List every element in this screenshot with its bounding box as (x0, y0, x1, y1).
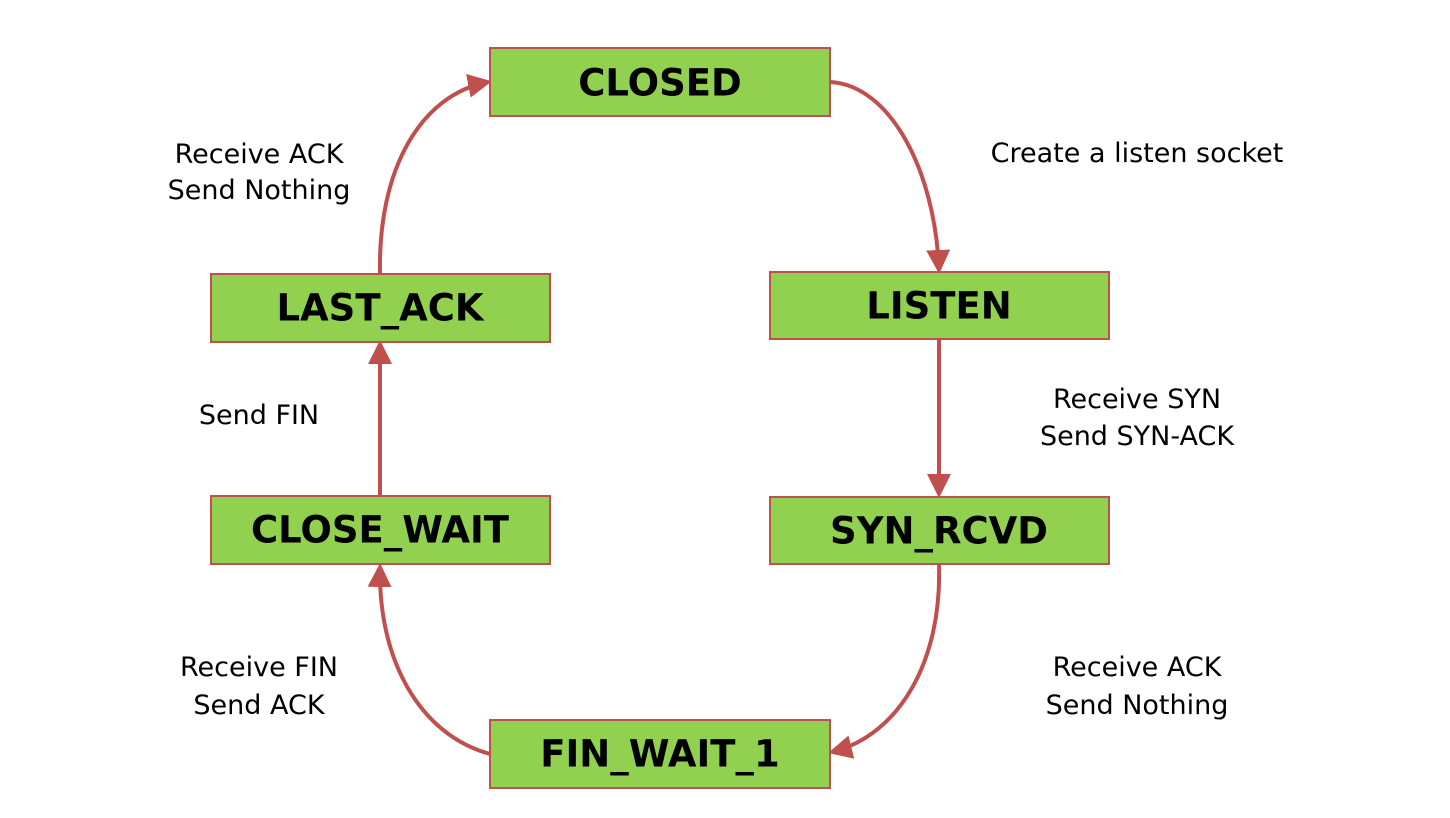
arrow-fin-wait-1-to-close-wait (367, 563, 491, 756)
state-syn-rcvd: SYN_RCVD (769, 496, 1110, 565)
label-fin-wait-1-to-close-wait: Receive FIN Send ACK (180, 652, 338, 721)
label-listen-to-syn-rcvd-line2: Send SYN-ACK (1040, 421, 1235, 452)
state-last-ack: LAST_ACK (210, 273, 551, 343)
label-fin-wait-1-to-close-wait-line1: Receive FIN (180, 652, 338, 683)
label-closed-to-listen: Create a listen socket (991, 138, 1284, 169)
state-syn-rcvd-box (769, 496, 1110, 565)
state-fin-wait-1: FIN_WAIT_1 (489, 719, 831, 789)
state-close-wait-label: CLOSE_WAIT (251, 509, 510, 552)
label-syn-rcvd-to-fin-wait-1: Receive ACK Send Nothing (1046, 652, 1229, 721)
label-syn-rcvd-to-fin-wait-1-line2: Send Nothing (1046, 690, 1229, 721)
label-listen-to-syn-rcvd: Receive SYN Send SYN-ACK (1040, 384, 1235, 452)
label-close-wait-to-last-ack: Send FIN (199, 400, 319, 431)
state-close-wait-box (210, 495, 551, 565)
label-last-ack-to-closed-line2: Send Nothing (168, 175, 351, 206)
state-last-ack-box (210, 273, 551, 343)
state-closed-label: CLOSED (578, 62, 742, 105)
label-syn-rcvd-to-fin-wait-1-line1: Receive ACK (1053, 652, 1223, 683)
state-listen-box (769, 271, 1110, 340)
edge-closed-to-listen (829, 80, 951, 274)
state-close-wait: CLOSE_WAIT (210, 495, 551, 565)
state-listen-label: LISTEN (866, 285, 1011, 328)
label-last-ack-to-closed-line1: Receive ACK (175, 139, 345, 170)
edge-fin-wait-1-to-close-wait (367, 563, 491, 756)
label-close-wait-to-last-ack-line1: Send FIN (199, 400, 319, 431)
edge-syn-rcvd-to-fin-wait-1 (828, 564, 942, 759)
state-fin-wait-1-label: FIN_WAIT_1 (540, 733, 780, 776)
arrow-last-ack-to-closed (377, 73, 492, 274)
state-syn-rcvd-label: SYN_RCVD (830, 510, 1048, 553)
edge-last-ack-to-closed (377, 73, 492, 274)
label-closed-to-listen-line1: Create a listen socket (991, 138, 1284, 169)
state-closed: CLOSED (489, 47, 831, 117)
label-last-ack-to-closed: Receive ACK Send Nothing (168, 139, 351, 206)
state-closed-box (489, 47, 831, 117)
state-fin-wait-1-box (489, 719, 831, 789)
arrow-closed-to-listen (829, 80, 951, 274)
state-listen: LISTEN (769, 271, 1110, 340)
arrow-syn-rcvd-to-fin-wait-1 (828, 564, 942, 759)
label-listen-to-syn-rcvd-line1: Receive SYN (1053, 384, 1221, 415)
state-last-ack-label: LAST_ACK (276, 287, 484, 330)
label-fin-wait-1-to-close-wait-line2: Send ACK (193, 690, 325, 721)
